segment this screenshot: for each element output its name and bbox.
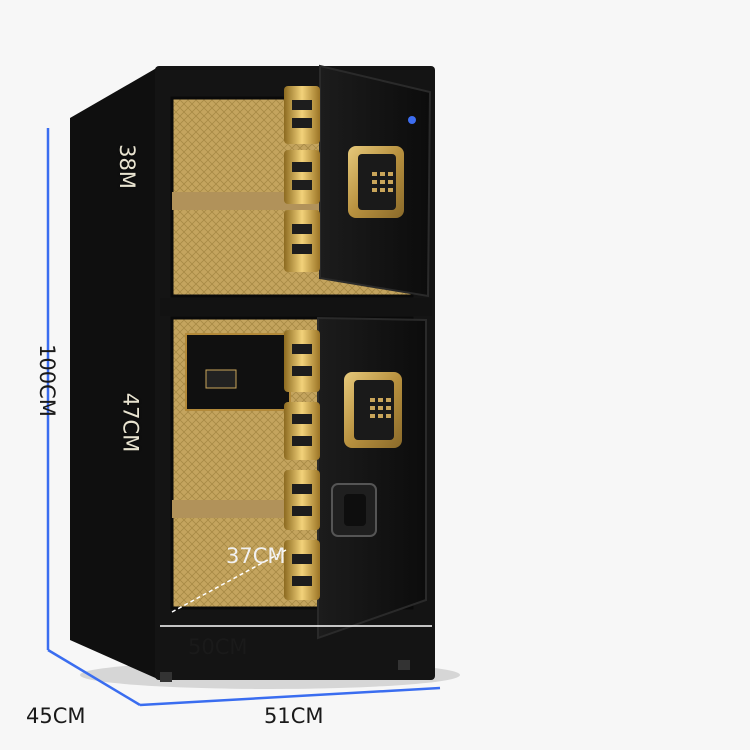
inner-depth-label: 37CM — [226, 544, 286, 568]
safe-side-panel — [70, 66, 160, 680]
top-height-label: 38M — [114, 144, 139, 189]
bottom-shelf — [172, 500, 310, 518]
dimension-lines — [46, 128, 441, 707]
outer-width-label: 51CM — [264, 704, 324, 728]
inner-depth-guide — [171, 549, 287, 613]
total-height-label: 100CM — [34, 344, 59, 417]
inner-width-label: 50CM — [188, 635, 248, 659]
bottom-height-label: 47CM — [118, 392, 143, 453]
bottom-door — [317, 316, 427, 640]
inner-drawer — [185, 333, 291, 411]
brand-badge — [408, 116, 416, 124]
outer-depth-label: 45CM — [26, 704, 86, 728]
compartment-divider — [160, 298, 432, 316]
